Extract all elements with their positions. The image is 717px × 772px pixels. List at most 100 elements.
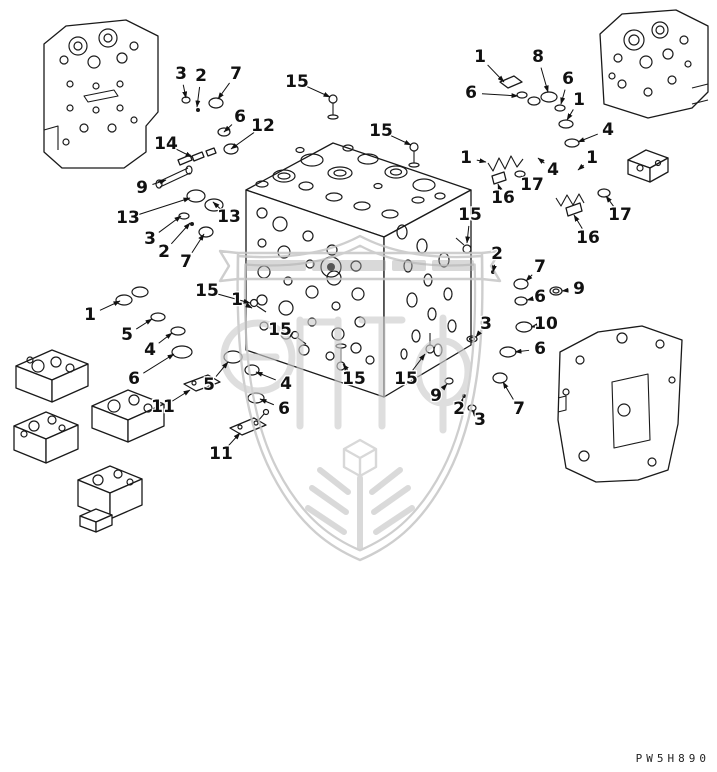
callout-number-4: 4 [144,340,156,360]
callout-leader-6 [223,124,233,133]
callout-number-15: 15 [394,369,418,389]
callout-leader-4 [577,133,598,143]
callout-leader-3 [182,84,188,99]
callout-leader-9 [440,383,448,391]
callout-number-15: 15 [268,320,292,340]
valve-body-top-left [43,19,159,169]
callout-leader-6 [560,89,566,105]
callout-leader-17 [605,195,614,207]
callout-leader-6 [481,93,519,99]
callout-number-12: 12 [251,116,275,136]
callout-leader-15 [342,363,349,371]
callout-leader-2 [491,264,497,273]
callout-leader-1 [99,300,121,311]
callout-number-15: 15 [195,281,219,301]
callout-leader-15 [217,293,251,304]
callout-leader-15 [465,225,471,244]
callout-leader-11 [172,389,191,402]
callout-leader-10 [530,323,538,329]
callout-leader-16 [573,214,583,229]
callout-number-1: 1 [573,90,585,110]
cover-plate-parts [183,374,270,436]
callout-leader-4 [158,332,173,344]
relief-valve-small [627,149,669,183]
valve-assembly-small-2 [91,389,165,443]
valve-assembly-small-1 [15,349,89,403]
callout-leader-6 [259,398,275,406]
callout-leader-8 [540,67,549,93]
callout-number-16: 16 [576,228,600,248]
callout-number-7: 7 [180,252,192,272]
callout-leader-12 [230,132,255,150]
drawing-number: PW5H890 [636,752,710,765]
callout-leader-15 [306,86,331,98]
callout-leader-7 [502,381,514,400]
callout-leader-5 [215,361,229,377]
callout-number-8: 8 [532,47,544,67]
main-block-side-ports [396,224,457,360]
callout-number-4: 4 [547,160,559,180]
callout-number-6: 6 [534,339,546,359]
callout-leader-6 [143,353,175,374]
spring-part-2 [555,193,585,207]
callout-leader-2 [195,86,201,108]
callout-leader-6 [526,296,534,301]
plug-parts [491,75,583,217]
callout-leader-15 [286,329,294,335]
callout-number-6: 6 [465,83,477,103]
callout-leader-5 [135,318,153,330]
callout-leader-16 [497,183,503,191]
callout-number-13: 13 [116,208,140,228]
valve-assembly-small-3 [13,411,79,464]
callout-number-1: 1 [460,148,472,168]
callout-number-4: 4 [602,120,614,140]
callout-number-7: 7 [230,64,242,84]
callout-leader-13 [138,197,191,216]
callout-leader-3 [158,215,182,233]
callout-leader-2 [170,222,191,245]
callout-number-6: 6 [128,369,140,389]
watermark [218,234,502,562]
valve-assembly-small-4 [77,465,143,533]
spool-parts [155,147,217,189]
callout-number-3: 3 [144,229,156,249]
callout-number-6: 6 [562,69,574,89]
callout-number-11: 11 [151,397,175,417]
callout-leader-4 [537,157,545,165]
callout-leader-1 [476,158,487,164]
callout-number-14: 14 [154,134,178,154]
valve-body-top-right [599,9,709,119]
watermark-monogram [220,314,472,434]
watermark-banner [218,249,502,283]
callout-number-6: 6 [534,287,546,307]
callout-number-15: 15 [458,205,482,225]
callout-number-2: 2 [158,242,170,262]
callout-number-17: 17 [608,205,632,225]
callout-leader-4 [255,371,276,381]
callout-number-17: 17 [520,175,544,195]
callout-number-2: 2 [491,244,503,264]
callout-number-15: 15 [342,369,366,389]
callout-leader-14 [175,148,193,158]
callout-number-3: 3 [474,410,486,430]
callout-number-5: 5 [121,325,133,345]
callout-leader-15 [390,135,412,146]
callout-number-1: 1 [474,47,486,67]
callout-leader-9 [152,179,167,185]
callout-leader-6 [514,348,530,354]
callout-number-11: 11 [209,444,233,464]
callout-number-10: 10 [534,314,558,334]
callout-leader-1 [245,302,253,309]
callout-number-7: 7 [534,257,546,277]
callout-number-2: 2 [453,399,465,419]
callout-number-4: 4 [280,374,292,394]
callout-number-9: 9 [136,178,148,198]
callout-leader-13 [212,201,222,210]
callout-number-7: 7 [513,399,525,419]
callout-leader-1 [577,163,585,171]
callout-number-6: 6 [278,399,290,419]
callout-number-3: 3 [175,64,187,84]
